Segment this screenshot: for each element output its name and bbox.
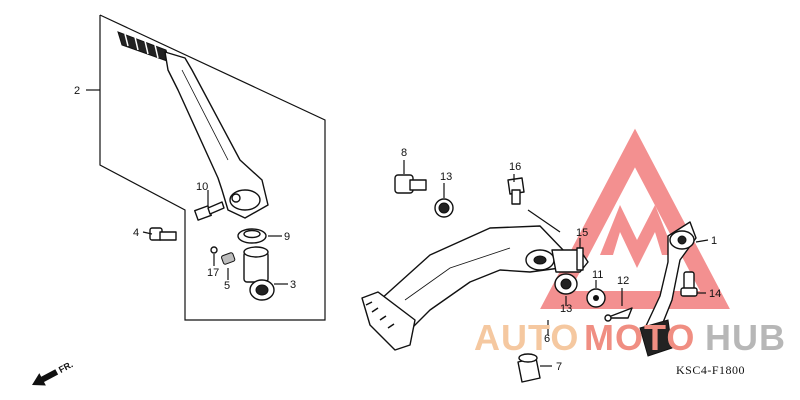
front-direction-arrow: FR. [32,359,75,386]
spring-17 [210,246,218,254]
callout-5: 5 [224,280,230,292]
bolt-15 [507,177,525,205]
callout-11: 11 [592,269,603,281]
logo-m-shape [600,205,675,268]
bolt-4 [149,227,177,241]
seal-13-bottom [554,273,578,295]
callout-13-top: 13 [440,171,452,183]
leader-15 [527,209,561,233]
kick-group-outline [99,14,326,321]
bolt-10 [194,201,225,221]
grommet-7 [517,353,541,383]
logo-triangle [540,128,730,309]
callout-17: 17 [207,267,219,279]
watermark-moto: MOTO [584,317,695,358]
front-label: FR. [57,359,74,375]
shift-lever-1 [639,221,697,357]
pin-5 [221,252,236,265]
callout-16: 14 [709,288,721,300]
callout-4: 4 [133,227,139,239]
washer-11 [586,288,606,308]
callout-2: 2 [74,85,80,97]
callout-14: 15 [576,227,588,239]
bolt-16 [680,271,698,297]
watermark-text: AUTO MOTO HUB [474,317,786,358]
callout-6: 6 [544,333,550,345]
watermark-logo [540,128,730,309]
kick-pedal-arm [117,31,269,219]
leader-lines [86,89,709,367]
callout-1: 1 [711,235,717,247]
watermark-hub: HUB [705,317,786,358]
callout-10: 10 [196,181,208,193]
shift-lever-rubber [639,319,673,357]
pivot-bolt-8 [394,174,427,194]
callout-8: 8 [401,147,407,159]
diagram-code: KSC4-F1800 [676,363,745,377]
callout-3: 3 [290,279,296,291]
pin-14 [576,247,584,271]
cotter-pin-12 [604,307,633,322]
brake-pedal-tip [361,291,416,351]
seal-13-top [434,198,454,218]
watermark-auto: AUTO [474,317,579,358]
kick-spindle-3 [243,246,275,301]
callout-labels: 2 4 10 9 17 5 3 8 13 16 15 11 12 13 6 7 … [74,85,721,373]
callout-7: 7 [556,361,562,373]
oil-seal-9 [237,228,267,244]
callout-15: 16 [509,161,521,173]
front-arrow-icon [32,369,59,386]
callout-12: 12 [617,275,629,287]
callout-13-bottom: 13 [560,303,572,315]
kick-arm-body [164,51,269,219]
brake-pedal [361,225,589,351]
callout-9: 9 [284,231,290,243]
